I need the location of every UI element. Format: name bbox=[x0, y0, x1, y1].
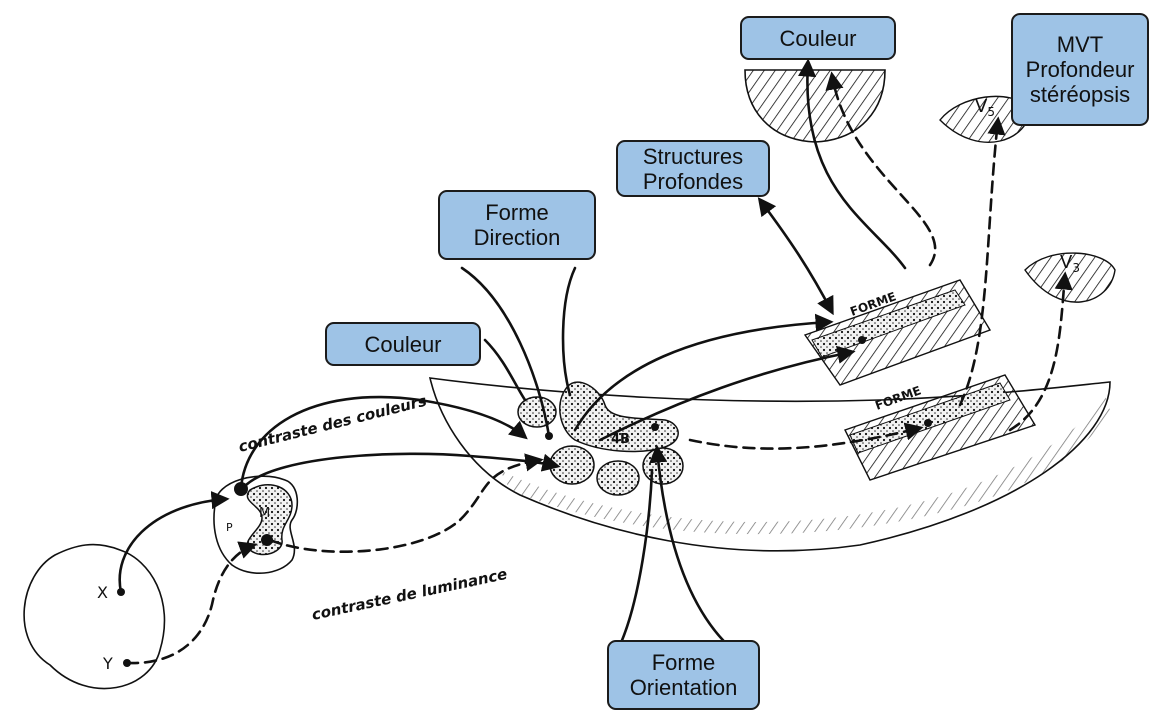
forme-orientation-label-box: Forme Orientation bbox=[607, 640, 760, 710]
structures-text-line-2: Profondes bbox=[643, 169, 743, 194]
y-cell-label: Y bbox=[102, 654, 113, 673]
magno-to-4b-pathway bbox=[270, 460, 540, 552]
lgn-m-label: M bbox=[259, 506, 270, 521]
x-to-lgn-pathway bbox=[120, 499, 226, 592]
forme-orientation-text-line-2: Orientation bbox=[630, 675, 738, 700]
mvt-label-box: MVT Profondeur stéréopsis bbox=[1011, 13, 1149, 126]
mvt-text-line-2: Profondeur bbox=[1026, 57, 1135, 82]
couleur-top-label-box: Couleur bbox=[740, 16, 896, 60]
lgn-p-label: P bbox=[226, 521, 233, 534]
forme-direction-pathway-2 bbox=[563, 268, 575, 395]
v2-lower-dot bbox=[924, 419, 932, 427]
v2-upper-dot bbox=[858, 336, 866, 344]
couleur-left-label-box: Couleur bbox=[325, 322, 481, 366]
v1-blob-3 bbox=[643, 448, 683, 484]
forme-orientation-text-line-1: Forme bbox=[652, 650, 716, 675]
structures-profondes-label-box: Structures Profondes bbox=[616, 140, 770, 197]
v1-blob-2 bbox=[597, 461, 639, 495]
y-to-lgn-pathway bbox=[127, 545, 254, 663]
forme-direction-label-box: Forme Direction bbox=[438, 190, 596, 260]
v1-blob-dot-b bbox=[651, 423, 659, 431]
couleur-top-text: Couleur bbox=[779, 26, 856, 51]
v2-to-v5-pathway bbox=[960, 120, 998, 405]
forme-direction-text-line-1: Forme bbox=[485, 200, 549, 225]
couleur-left-text: Couleur bbox=[364, 332, 441, 357]
structures-text-line-1: Structures bbox=[643, 144, 743, 169]
forme-direction-text-line-2: Direction bbox=[474, 225, 561, 250]
v1-blob-upper bbox=[518, 397, 556, 427]
v2-to-structures-pathway bbox=[760, 200, 832, 312]
mvt-text-line-1: MVT bbox=[1057, 32, 1103, 57]
retina-outline bbox=[24, 545, 164, 689]
x-cell-label: X bbox=[97, 583, 108, 602]
contraste-luminance-label: contraste de luminance bbox=[310, 565, 509, 624]
mvt-text-line-3: stéréopsis bbox=[1030, 82, 1130, 107]
couleur-area bbox=[745, 70, 885, 142]
